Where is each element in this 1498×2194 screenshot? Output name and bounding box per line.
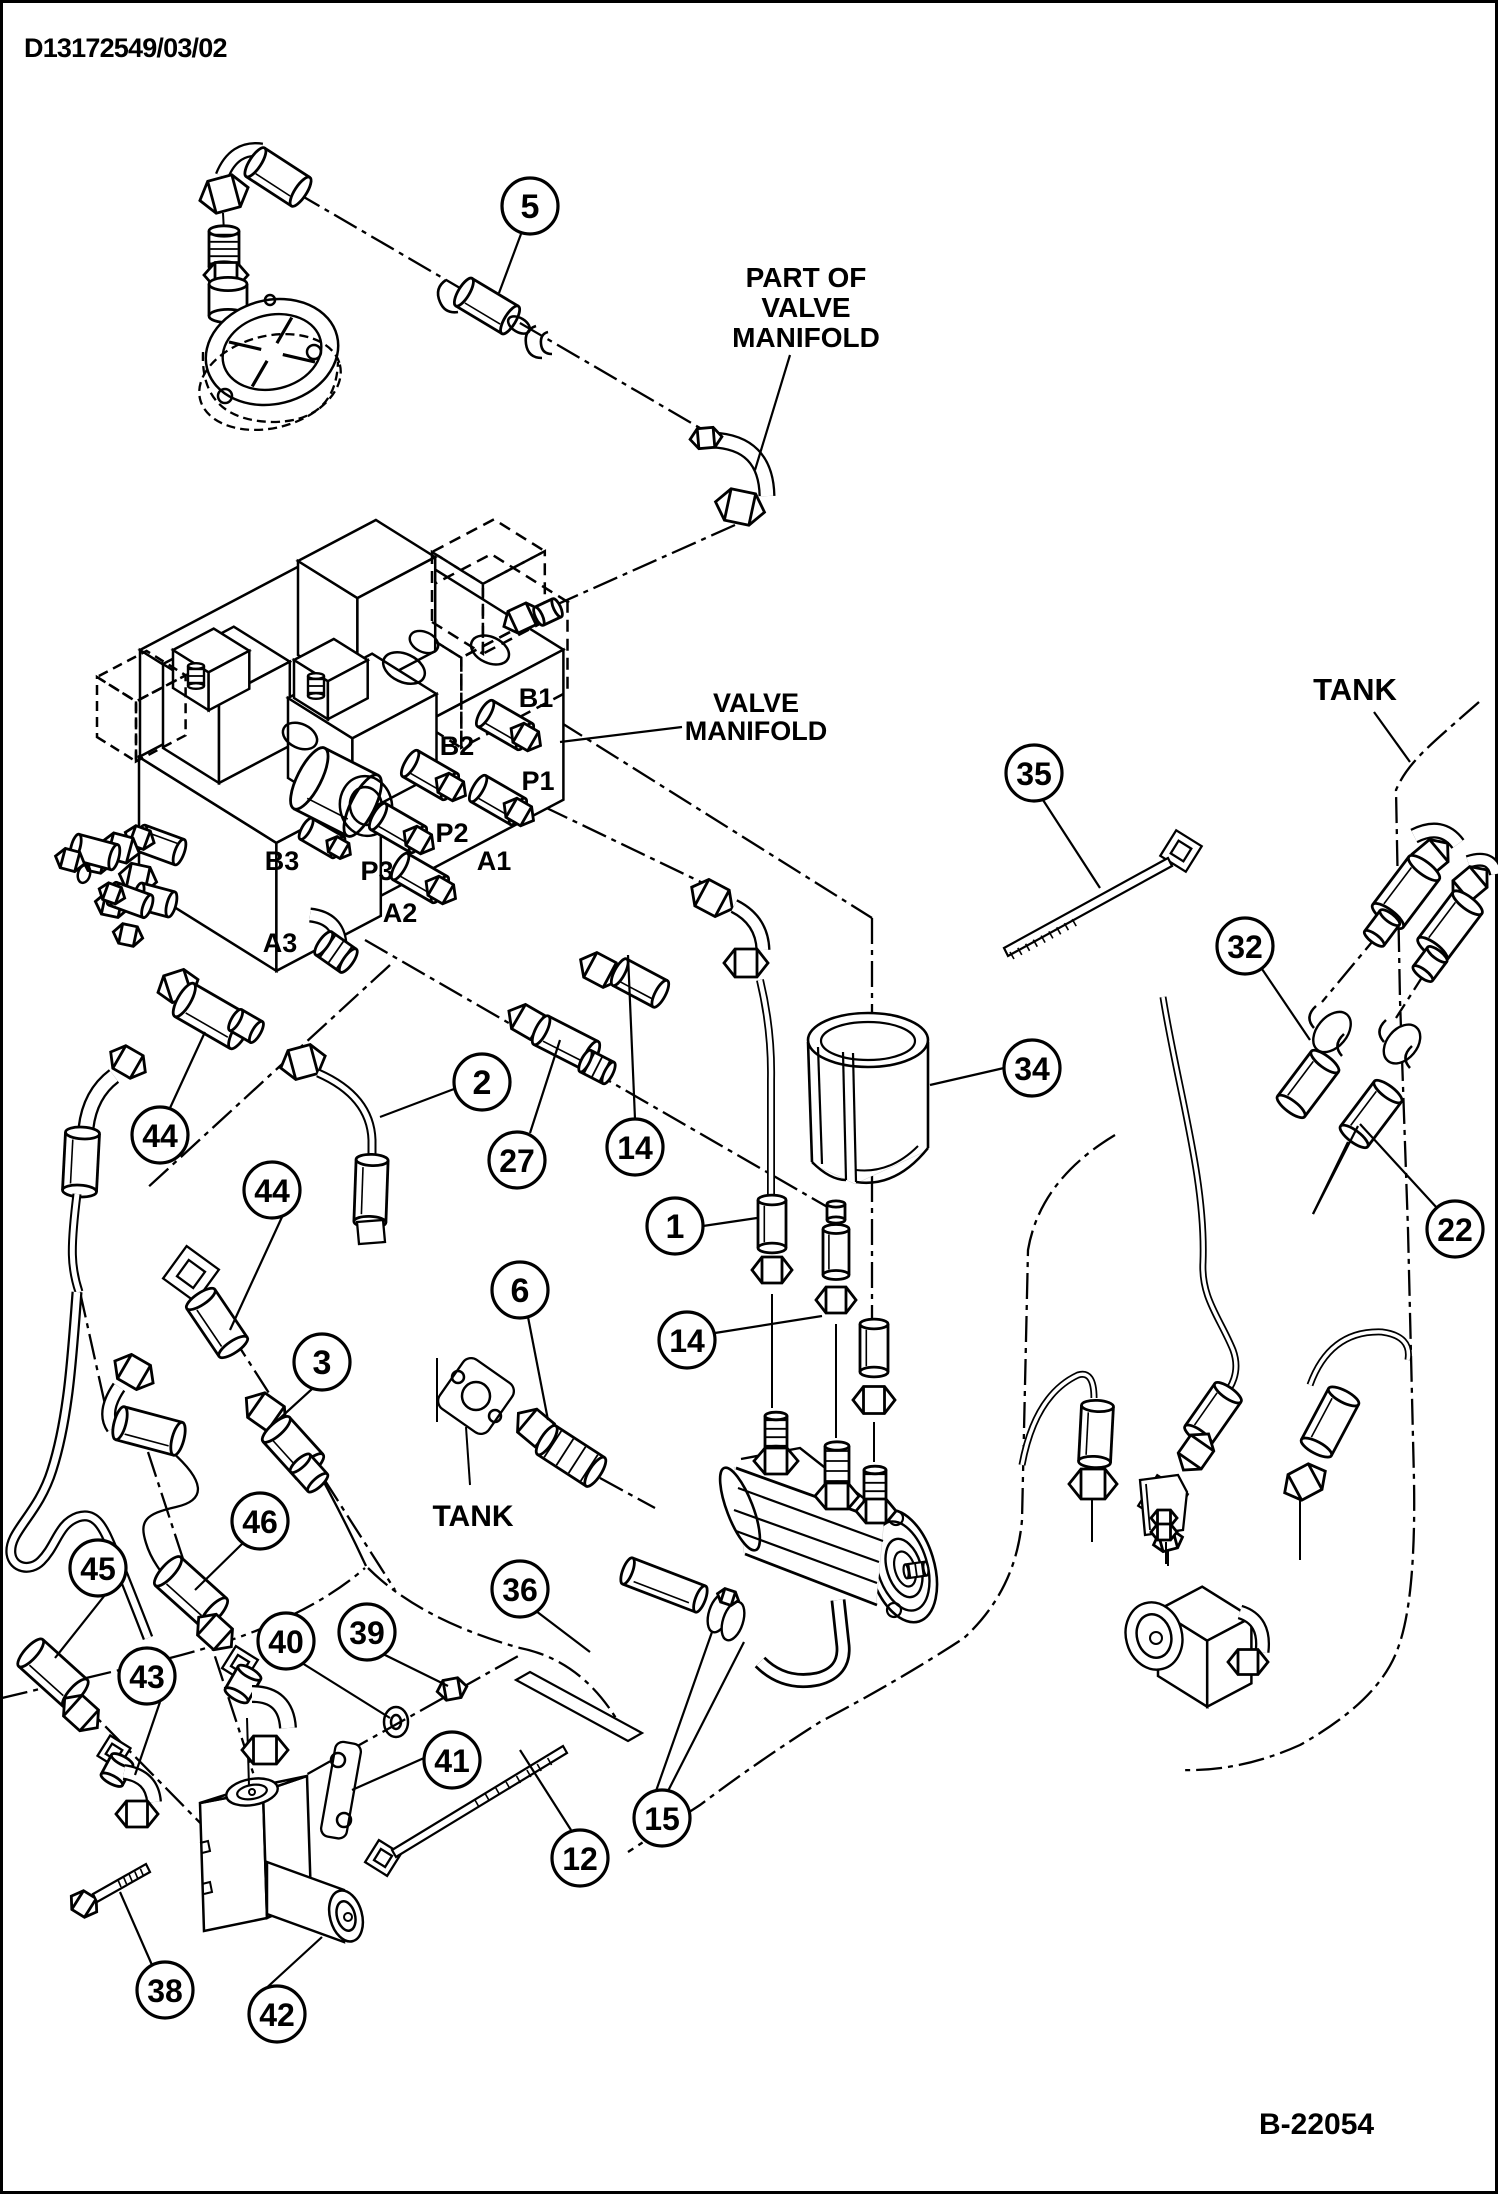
svg-text:12: 12	[562, 1841, 598, 1877]
svg-text:43: 43	[129, 1659, 165, 1695]
svg-text:14: 14	[669, 1323, 705, 1359]
svg-text:B-22054: B-22054	[1259, 2108, 1374, 2141]
svg-text:14: 14	[617, 1130, 653, 1166]
svg-text:1: 1	[666, 1208, 685, 1246]
svg-text:6: 6	[511, 1272, 530, 1310]
svg-text:A1: A1	[477, 846, 512, 876]
svg-text:A3: A3	[263, 928, 298, 958]
svg-text:41: 41	[434, 1743, 470, 1779]
svg-text:46: 46	[242, 1504, 278, 1540]
svg-text:36: 36	[502, 1572, 538, 1608]
svg-text:B3: B3	[265, 846, 300, 876]
svg-text:TANK: TANK	[1313, 672, 1397, 707]
svg-text:34: 34	[1014, 1051, 1050, 1087]
svg-text:5: 5	[521, 188, 540, 226]
svg-text:35: 35	[1016, 756, 1052, 792]
svg-text:2: 2	[473, 1064, 492, 1102]
svg-text:15: 15	[644, 1801, 680, 1837]
svg-text:44: 44	[254, 1173, 290, 1209]
svg-text:D13172549/03/02: D13172549/03/02	[24, 33, 227, 63]
svg-text:B2: B2	[440, 731, 475, 761]
svg-text:44: 44	[142, 1118, 178, 1154]
svg-text:VALVE: VALVE	[713, 688, 799, 718]
svg-text:32: 32	[1227, 929, 1263, 965]
svg-text:TANK: TANK	[432, 1500, 513, 1533]
svg-text:MANIFOLD: MANIFOLD	[732, 322, 880, 353]
svg-text:P2: P2	[435, 818, 468, 848]
svg-text:PART OF: PART OF	[746, 262, 867, 293]
svg-text:MANIFOLD: MANIFOLD	[685, 716, 827, 746]
svg-text:22: 22	[1437, 1212, 1473, 1248]
svg-text:45: 45	[80, 1551, 116, 1587]
svg-text:38: 38	[147, 1973, 183, 2009]
svg-text:P3: P3	[360, 856, 393, 886]
svg-text:VALVE: VALVE	[761, 292, 850, 323]
svg-text:40: 40	[268, 1624, 304, 1660]
svg-text:A2: A2	[383, 898, 418, 928]
svg-text:3: 3	[313, 1344, 332, 1382]
svg-text:39: 39	[349, 1615, 385, 1651]
svg-text:27: 27	[499, 1143, 535, 1179]
svg-text:42: 42	[259, 1997, 295, 2033]
svg-text:B1: B1	[519, 683, 554, 713]
svg-text:P1: P1	[521, 766, 554, 796]
